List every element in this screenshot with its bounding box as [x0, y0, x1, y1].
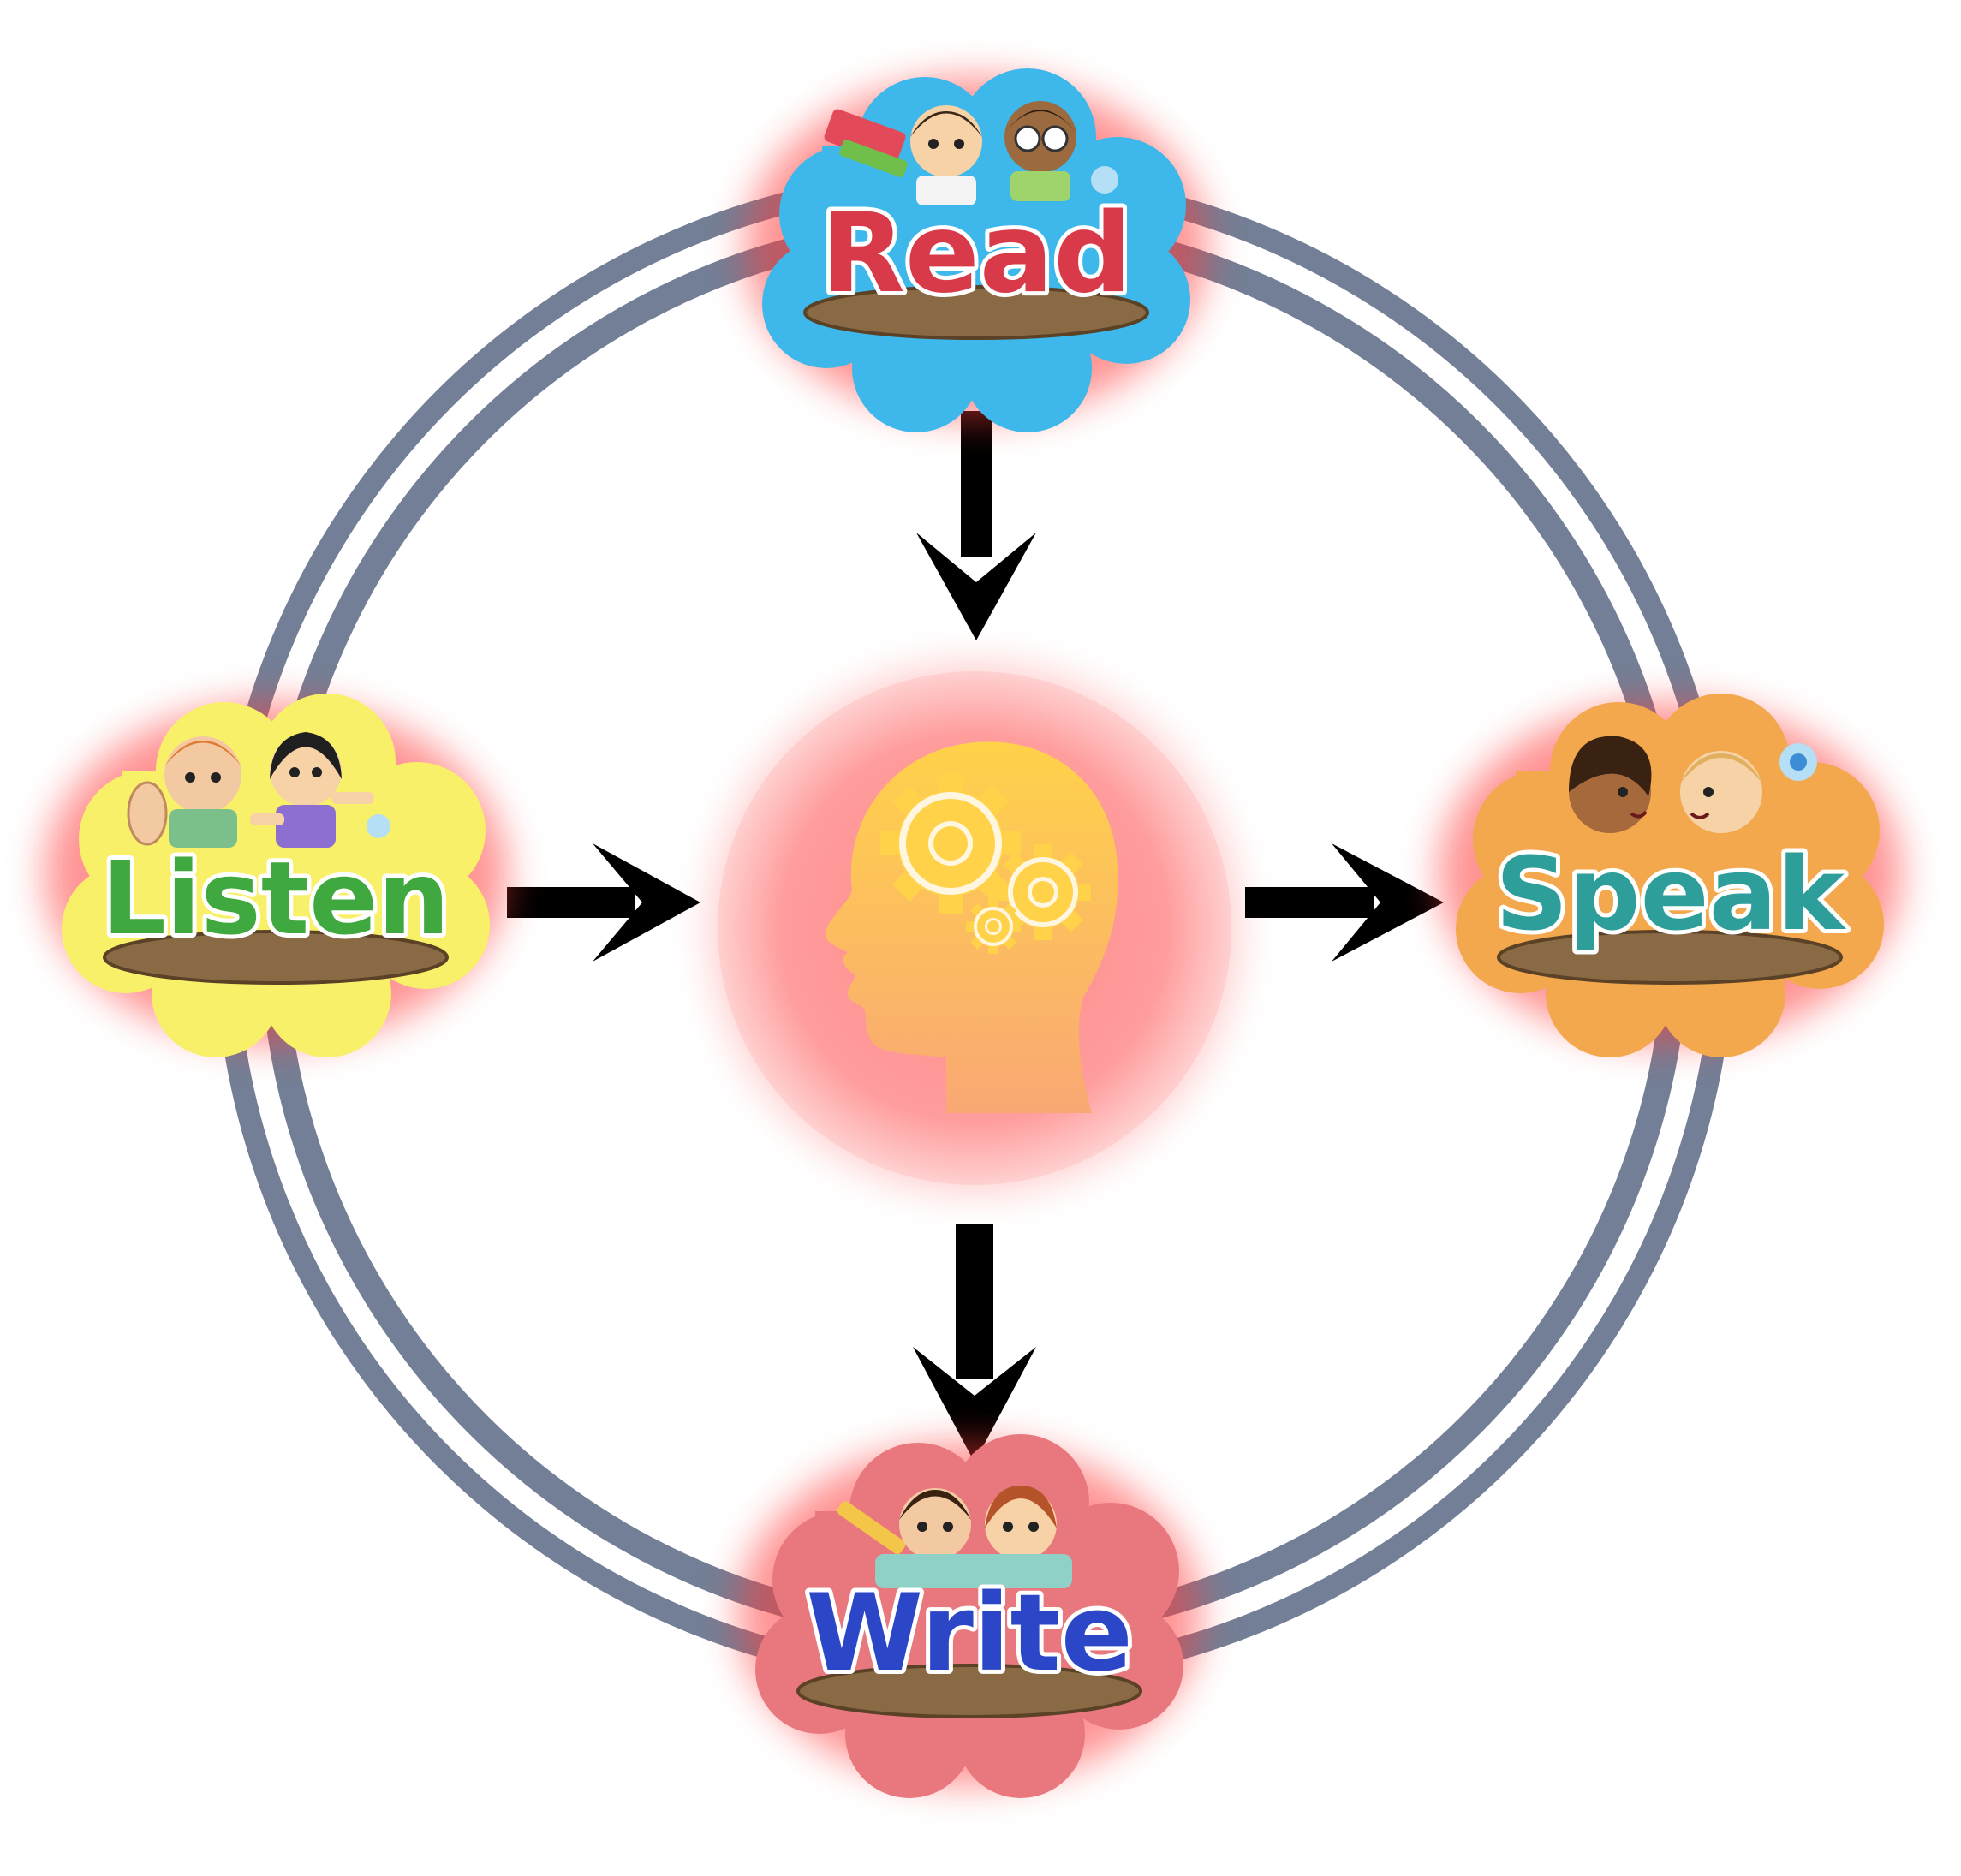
read-plate: [803, 285, 1149, 340]
gear-large: [880, 773, 1021, 914]
center-node: [709, 663, 1240, 1194]
write-plate: [796, 1664, 1142, 1718]
node-read: Read: [745, 68, 1207, 432]
listen-plate: [103, 930, 449, 985]
writing-children-icon: [837, 1486, 1072, 1588]
arrows: [507, 411, 1444, 1462]
node-speak: Speak: [1439, 694, 1901, 1057]
reading-children-icon: [824, 101, 1118, 205]
write-label: Write: [806, 1572, 1133, 1695]
arrow-center-to-speak: [1245, 843, 1444, 962]
arrow-read-to-center: [916, 411, 1036, 640]
listening-children-icon: [127, 732, 390, 848]
speaking-children-icon: [1569, 736, 1817, 833]
head-gears-icon: [826, 741, 1118, 1113]
node-listen: Listen: [45, 694, 507, 1057]
speak-label: Speak: [1495, 835, 1846, 953]
listen-label: Listen: [102, 839, 450, 957]
gear-small: [966, 899, 1021, 954]
arrow-listen-to-center: [507, 843, 700, 962]
read-label: Read: [820, 190, 1131, 318]
arrow-center-to-write: [913, 1224, 1036, 1462]
speak-plate: [1497, 930, 1843, 985]
node-write: Write: [738, 1434, 1201, 1798]
